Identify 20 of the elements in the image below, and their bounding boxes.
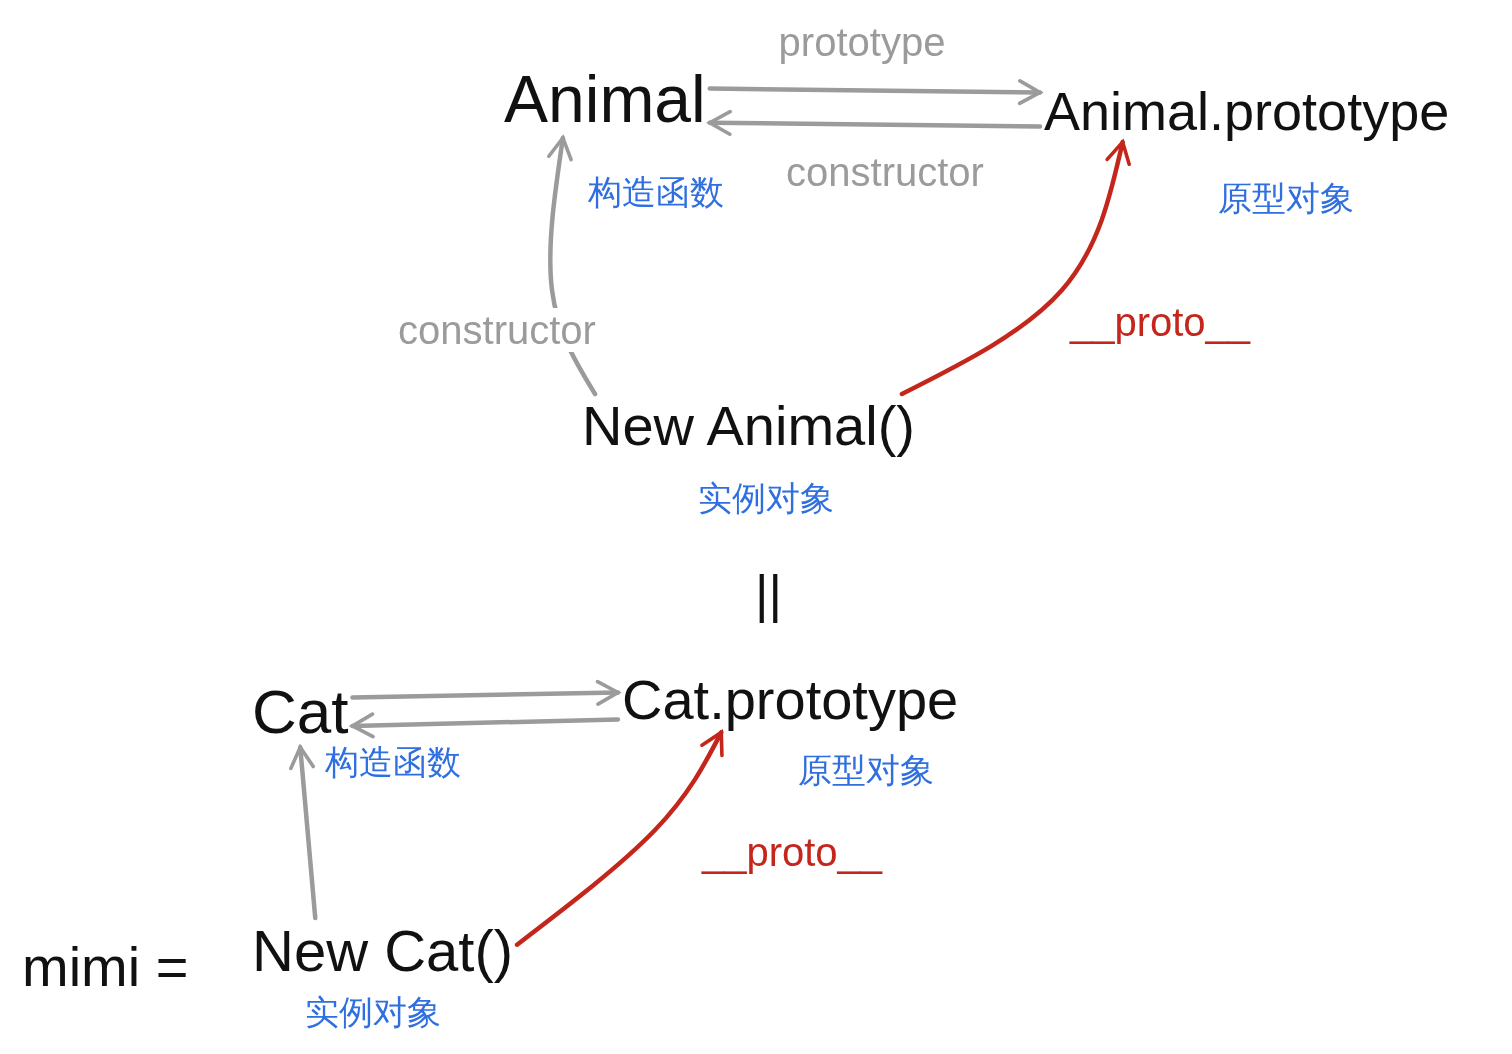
arrow bbox=[707, 109, 1043, 136]
node-caption: 构造函数 bbox=[325, 742, 461, 783]
node-caption: 实例对象 bbox=[305, 992, 441, 1033]
arrow bbox=[350, 679, 621, 706]
node-caption: 原型对象 bbox=[1218, 178, 1354, 219]
arrow bbox=[514, 730, 724, 947]
arrow bbox=[289, 745, 318, 921]
node-label: Animal.prototype bbox=[1040, 80, 1454, 143]
note-label: mimi = bbox=[22, 935, 189, 1000]
node-caption: 构造函数 bbox=[588, 172, 724, 213]
node-caption: 实例对象 bbox=[698, 478, 834, 519]
node-label: Cat.prototype bbox=[618, 668, 963, 733]
node-label: New Cat() bbox=[248, 918, 518, 985]
note-label: || bbox=[755, 565, 782, 625]
arrow bbox=[350, 712, 621, 739]
arrow bbox=[899, 139, 1131, 397]
node-label: Animal bbox=[500, 62, 710, 138]
arrow bbox=[707, 79, 1043, 106]
node-label: New Animal() bbox=[578, 394, 919, 459]
node-caption: 原型对象 bbox=[798, 750, 934, 791]
